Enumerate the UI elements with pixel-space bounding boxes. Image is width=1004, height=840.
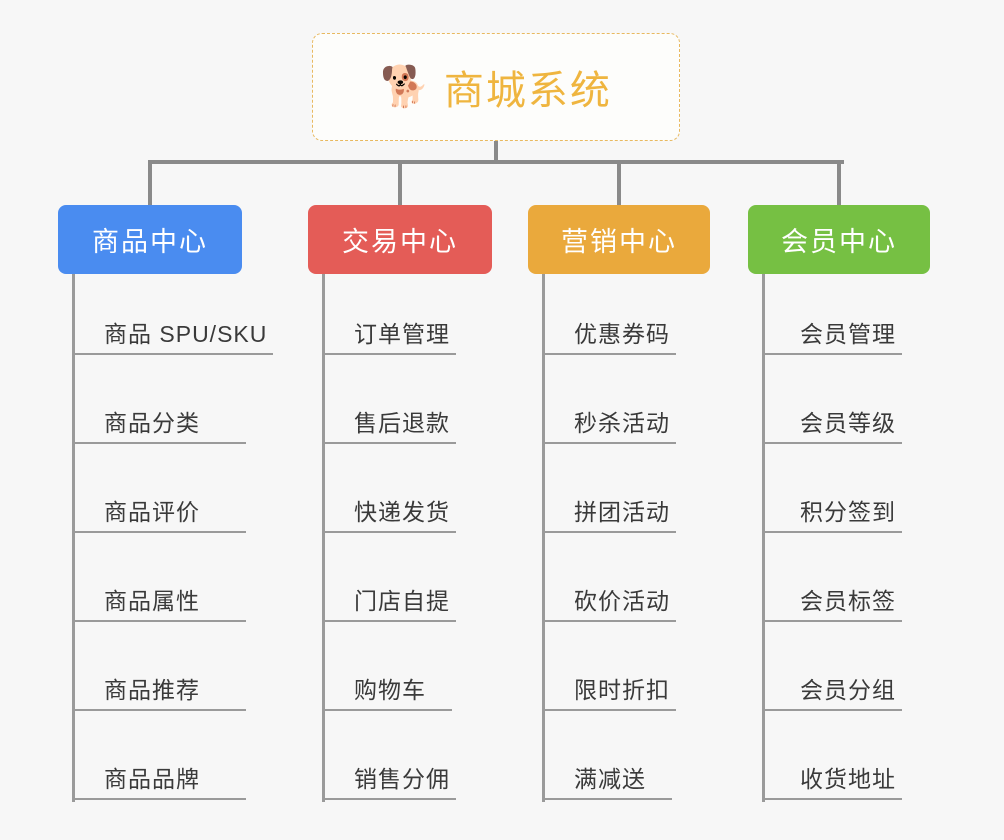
branch-box-4[interactable]: 会员中心 [748, 205, 930, 274]
leaf-item-label: 门店自提 [354, 588, 450, 614]
leaf-item-label: 商品评价 [104, 499, 200, 525]
leaf-item-label: 会员管理 [800, 321, 896, 347]
leaf-item-label: 积分签到 [800, 499, 896, 525]
leaf-item-label: 收货地址 [800, 766, 896, 792]
leaf-underline [762, 709, 902, 711]
root-connector-stem [494, 141, 498, 162]
leaf-underline [762, 353, 902, 355]
leaf-underline [542, 442, 676, 444]
leaf-underline [322, 442, 456, 444]
branch-box-2[interactable]: 交易中心 [308, 205, 492, 274]
branch-box-3[interactable]: 营销中心 [528, 205, 710, 274]
leaf-underline [762, 531, 902, 533]
branch-spine [542, 274, 545, 802]
leaf-item-label: 满减送 [574, 766, 646, 792]
branch-box-label: 商品中心 [92, 227, 208, 257]
branch-drop-line [617, 162, 621, 205]
branch-spine [72, 274, 75, 802]
leaf-underline [322, 353, 456, 355]
leaf-underline [72, 531, 246, 533]
leaf-item-label: 售后退款 [354, 410, 450, 436]
leaf-underline [322, 620, 456, 622]
branch-spine [322, 274, 325, 802]
leaf-underline [542, 531, 676, 533]
branch-connector-bus [148, 160, 844, 164]
leaf-underline [322, 531, 456, 533]
branch-box-1[interactable]: 商品中心 [58, 205, 242, 274]
leaf-item-label: 会员等级 [800, 410, 896, 436]
leaf-item-label: 优惠券码 [574, 321, 670, 347]
leaf-item-label: 拼团活动 [574, 499, 670, 525]
leaf-item-label: 商品分类 [104, 410, 200, 436]
branch-box-label: 营销中心 [561, 227, 677, 257]
root-node-label: 商城系统 [443, 69, 612, 113]
leaf-item-label: 快递发货 [354, 499, 450, 525]
branch-drop-line [148, 162, 152, 205]
leaf-underline [542, 798, 672, 800]
leaf-underline [72, 798, 246, 800]
leaf-item-label: 砍价活动 [574, 588, 670, 614]
leaf-underline [322, 709, 452, 711]
branch-spine [762, 274, 765, 802]
leaf-underline [762, 620, 902, 622]
leaf-item-label: 订单管理 [354, 321, 450, 347]
leaf-item-label: 商品 SPU/SKU [104, 321, 268, 347]
leaf-underline [762, 442, 902, 444]
leaf-underline [762, 798, 902, 800]
leaf-item-label: 会员分组 [800, 677, 896, 703]
leaf-underline [542, 709, 676, 711]
leaf-item-label: 限时折扣 [574, 677, 670, 703]
leaf-underline [542, 620, 676, 622]
leaf-item-label: 商品属性 [104, 588, 200, 614]
leaf-item-label: 商品品牌 [104, 766, 200, 792]
leaf-item-label: 会员标签 [800, 588, 896, 614]
branch-drop-line [837, 162, 841, 205]
leaf-underline [322, 798, 456, 800]
shiba-inu-dog-face-icon: 🐕 [380, 65, 430, 109]
leaf-underline [72, 620, 246, 622]
leaf-item-label: 销售分佣 [354, 766, 450, 792]
leaf-item-label: 商品推荐 [104, 677, 200, 703]
leaf-underline [542, 353, 676, 355]
leaf-underline [72, 709, 246, 711]
leaf-underline [72, 353, 273, 355]
branch-box-label: 会员中心 [781, 227, 897, 257]
branch-drop-line [398, 162, 402, 205]
root-node[interactable]: 🐕 商城系统 [312, 33, 680, 141]
branch-box-label: 交易中心 [342, 227, 458, 257]
leaf-item-label: 秒杀活动 [574, 410, 670, 436]
leaf-underline [72, 442, 246, 444]
leaf-item-label: 购物车 [354, 677, 426, 703]
